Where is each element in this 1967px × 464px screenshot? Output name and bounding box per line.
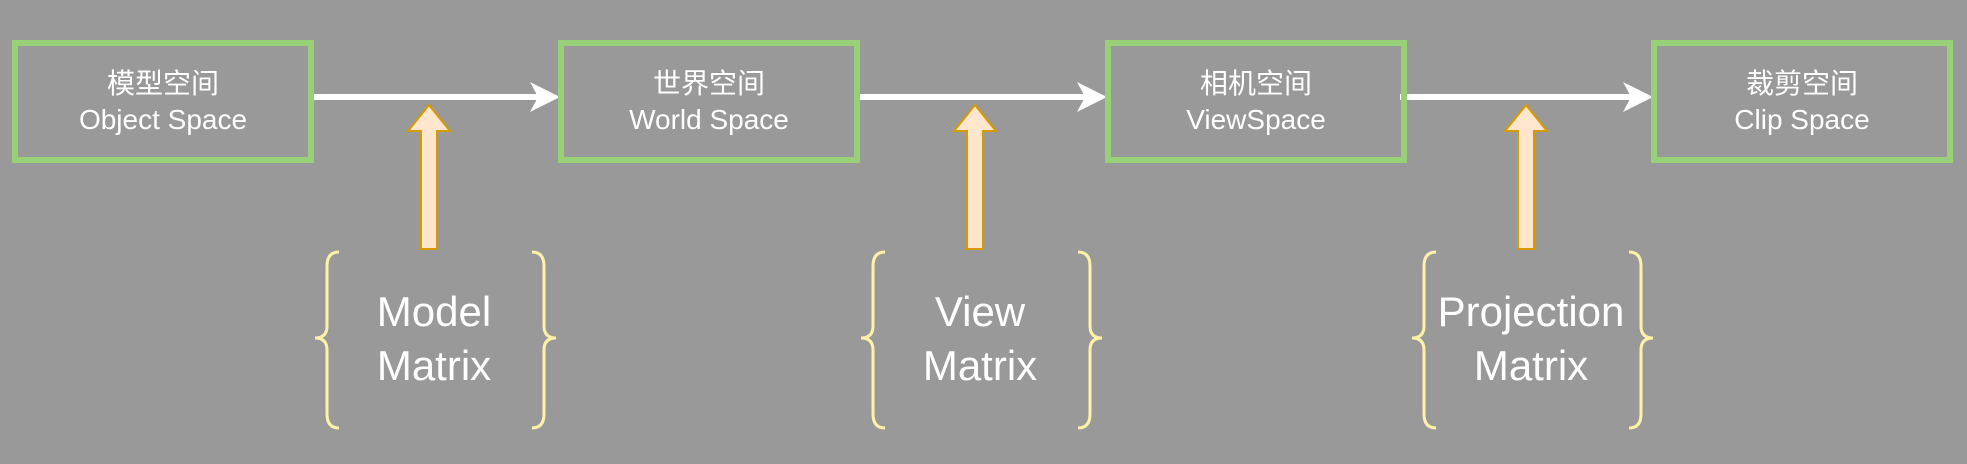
world-space-en-label: World Space (629, 103, 789, 135)
view-matrix-arrow (951, 103, 999, 250)
view-space-box: 相机空间 ViewSpace (1105, 40, 1407, 163)
model-matrix-label: Model Matrix (314, 285, 554, 393)
projection-matrix-arrow (1502, 103, 1550, 250)
object-space-cn-label: 模型空间 (106, 66, 219, 100)
projection-matrix-label: Projection Matrix (1411, 285, 1651, 393)
view-matrix-braces (860, 250, 1103, 430)
model-matrix-line1: Model (376, 288, 492, 335)
view-matrix-line1: View (934, 288, 1026, 335)
flow-arrow-2 (854, 82, 1107, 112)
object-space-en-label: Object Space (78, 103, 248, 135)
clip-space-cn-label: 裁剪空间 (1745, 66, 1858, 100)
flow-arrow-1 (308, 82, 560, 112)
view-matrix-label: View Matrix (860, 285, 1100, 393)
projection-matrix-line2: Matrix (1473, 342, 1589, 389)
clip-space-box: 裁剪空间 Clip Space (1651, 40, 1953, 163)
model-matrix-braces (314, 250, 557, 430)
view-space-en-label: ViewSpace (1186, 103, 1326, 135)
world-space-box: 世界空间 World Space (558, 40, 860, 163)
clip-space-en-label: Clip Space (1734, 103, 1870, 135)
world-space-cn-label: 世界空间 (652, 66, 765, 100)
projection-matrix-braces (1411, 250, 1654, 430)
model-matrix-line2: Matrix (376, 342, 492, 389)
object-space-box: 模型空间 Object Space (12, 40, 314, 163)
projection-matrix-line1: Projection (1437, 288, 1625, 335)
model-matrix-arrow (405, 103, 453, 250)
flow-arrow-3 (1400, 82, 1653, 112)
view-space-cn-label: 相机空间 (1199, 66, 1312, 100)
view-matrix-line2: Matrix (922, 342, 1038, 389)
